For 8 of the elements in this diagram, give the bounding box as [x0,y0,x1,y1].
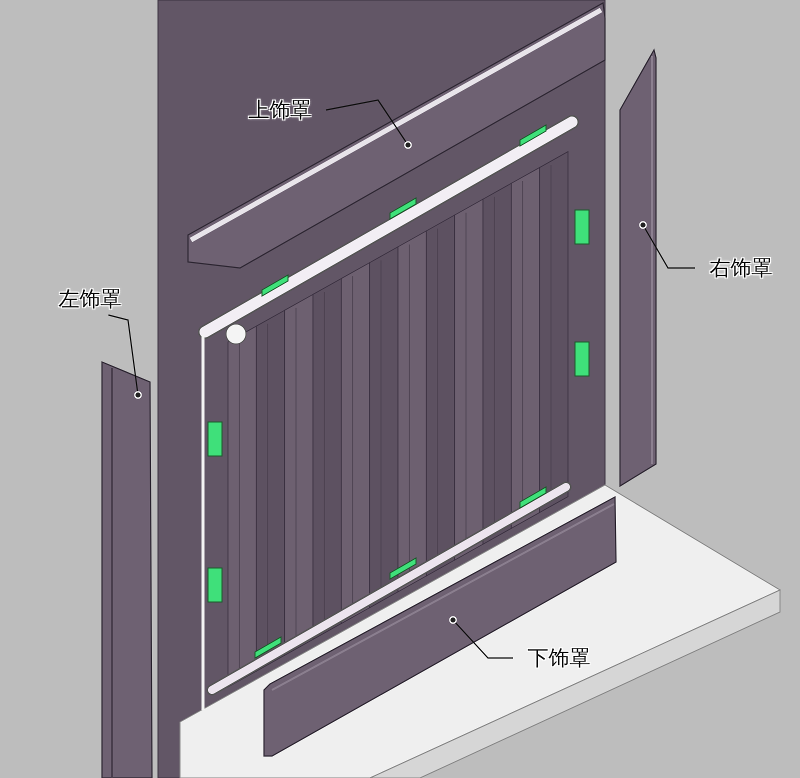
leader-line [639,221,695,269]
part-label: 下饰罩 [513,642,605,674]
leader-line [326,99,412,149]
part-label: 上饰罩 [234,94,326,126]
part-label: 左饰罩 [44,283,136,315]
leader-line [108,314,142,399]
leader-line [449,616,513,659]
part-label: 右饰罩 [695,252,787,284]
